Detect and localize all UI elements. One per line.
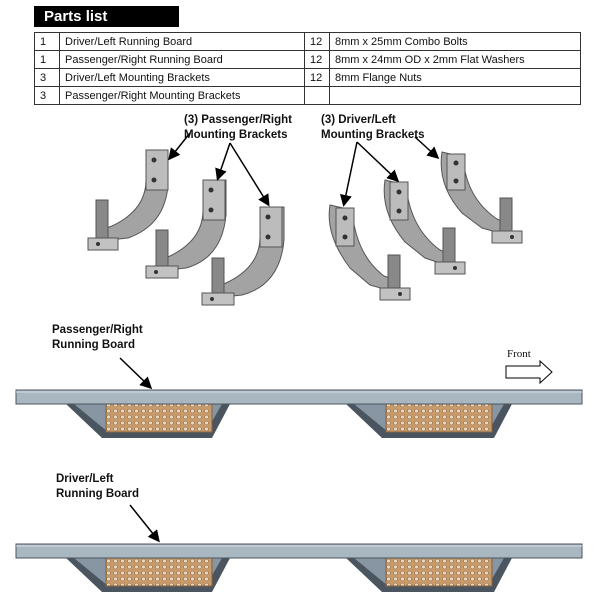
passenger-board-label-line2: Running Board [52, 339, 136, 351]
driver-bracket-1 [328, 204, 411, 301]
driver-brackets-label-line1: (3) Driver/Left [321, 114, 396, 126]
arrow-passenger-bracket-3 [229, 142, 270, 207]
parts-desc-left: Driver/Left Mounting Brackets [59, 68, 305, 87]
driver-bracket-3 [440, 151, 523, 244]
passenger-brackets-label-line2: Mounting Brackets [184, 129, 288, 141]
arrow-driver-bracket-2 [356, 141, 400, 183]
parts-desc-left: Passenger/Right Mounting Brackets [59, 86, 305, 105]
passenger-bracket-2 [145, 179, 227, 279]
arrow-driver-bracket-3 [414, 136, 440, 160]
front-label: Front [507, 348, 531, 360]
parts-desc-right: 8mm x 25mm Combo Bolts [329, 32, 581, 51]
arrow-driver-bracket-1 [339, 141, 358, 207]
passenger-board-label: Passenger/Right Running Board [52, 323, 143, 353]
passenger-board-label-line1: Passenger/Right [52, 324, 143, 336]
parts-desc-right: 8mm x 24mm OD x 2mm Flat Washers [329, 50, 581, 69]
arrow-passenger-board [119, 357, 153, 390]
driver-brackets-label: (3) Driver/Left Mounting Brackets [321, 113, 425, 143]
driver-board-label-line2: Running Board [56, 488, 140, 500]
passenger-bracket-3 [201, 206, 285, 306]
passenger-running-board [15, 389, 583, 438]
arrow-passenger-bracket-1 [168, 132, 191, 161]
driver-board-label-line1: Driver/Left [56, 473, 114, 485]
front-arrow-icon [505, 359, 553, 385]
passenger-brackets-label: (3) Passenger/Right Mounting Brackets [184, 113, 292, 143]
passenger-brackets-label-line1: (3) Passenger/Right [184, 114, 292, 126]
driver-running-board [15, 543, 583, 592]
parts-qty-left: 3 [34, 86, 60, 105]
parts-desc-left: Driver/Left Running Board [59, 32, 305, 51]
passenger-bracket-1 [87, 149, 169, 251]
arrow-driver-board [129, 504, 160, 543]
driver-board-label: Driver/Left Running Board [56, 472, 139, 502]
parts-desc-right [329, 86, 581, 105]
arrow-passenger-bracket-2 [215, 142, 231, 181]
parts-list-title: Parts list [34, 6, 179, 27]
driver-brackets-label-line2: Mounting Brackets [321, 129, 425, 141]
parts-desc-right: 8mm Flange Nuts [329, 68, 581, 87]
